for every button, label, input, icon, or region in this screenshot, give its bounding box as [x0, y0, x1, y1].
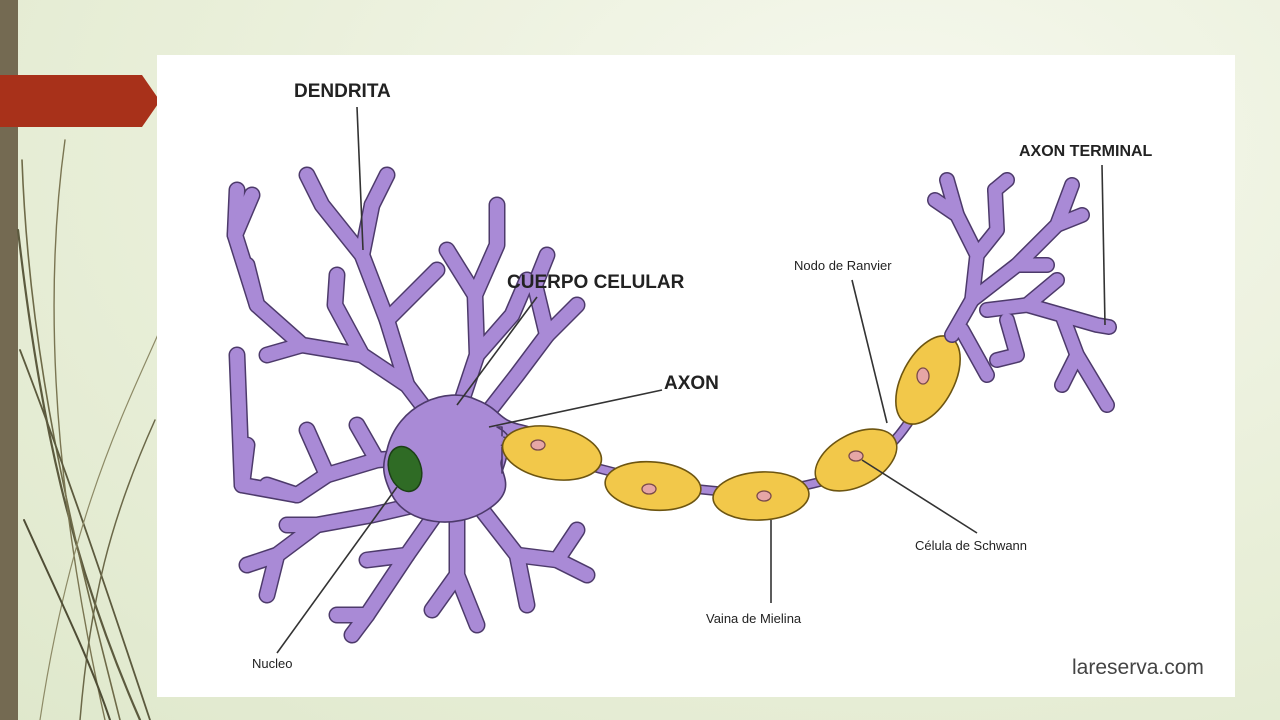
- slide-left-bar: [0, 0, 18, 720]
- leader-nucleo: [276, 486, 398, 654]
- myelin-segment: [501, 425, 603, 481]
- leader-axon-terminal: [1101, 164, 1106, 326]
- title-accent-tab: [0, 75, 160, 127]
- label-nodo-ranvier: Nodo de Ranvier: [794, 258, 892, 273]
- diagram-panel: DENDRITA CUERPO CELULAR AXON AXON TERMIN…: [157, 55, 1235, 697]
- leader-axon: [488, 389, 663, 428]
- label-celula-schwann: Célula de Schwann: [915, 538, 1027, 553]
- leader-nodo-ranvier: [851, 279, 888, 424]
- label-nucleo: Nucleo: [252, 656, 292, 671]
- leader-cuerpo-celular: [456, 296, 538, 406]
- myelin-sheath: [501, 335, 961, 521]
- decorative-grass-strands: [16, 139, 161, 720]
- myelin-segment: [712, 471, 810, 521]
- label-axon-terminal: AXON TERMINAL: [1019, 143, 1153, 160]
- myelin-segment: [814, 428, 898, 492]
- leader-lines: [276, 106, 1106, 654]
- myelin-segment: [895, 335, 961, 425]
- label-vaina-mielina: Vaina de Mielina: [706, 611, 802, 626]
- leader-celula-schwann: [861, 459, 978, 534]
- myelin-segment: [604, 460, 702, 512]
- label-dendrita: DENDRITA: [294, 81, 391, 102]
- credit-lareserva: lareserva.com: [1072, 656, 1204, 679]
- nucleus: [387, 445, 423, 493]
- leader-dendrita: [356, 106, 364, 251]
- neuron-diagram: DENDRITA CUERPO CELULAR AXON AXON TERMIN…: [226, 81, 1204, 679]
- neuron-body-and-dendrites: [226, 166, 596, 644]
- label-axon: AXON: [664, 373, 719, 394]
- label-cuerpo-celular: CUERPO CELULAR: [507, 272, 685, 293]
- axon-terminal-branches: [927, 172, 1117, 413]
